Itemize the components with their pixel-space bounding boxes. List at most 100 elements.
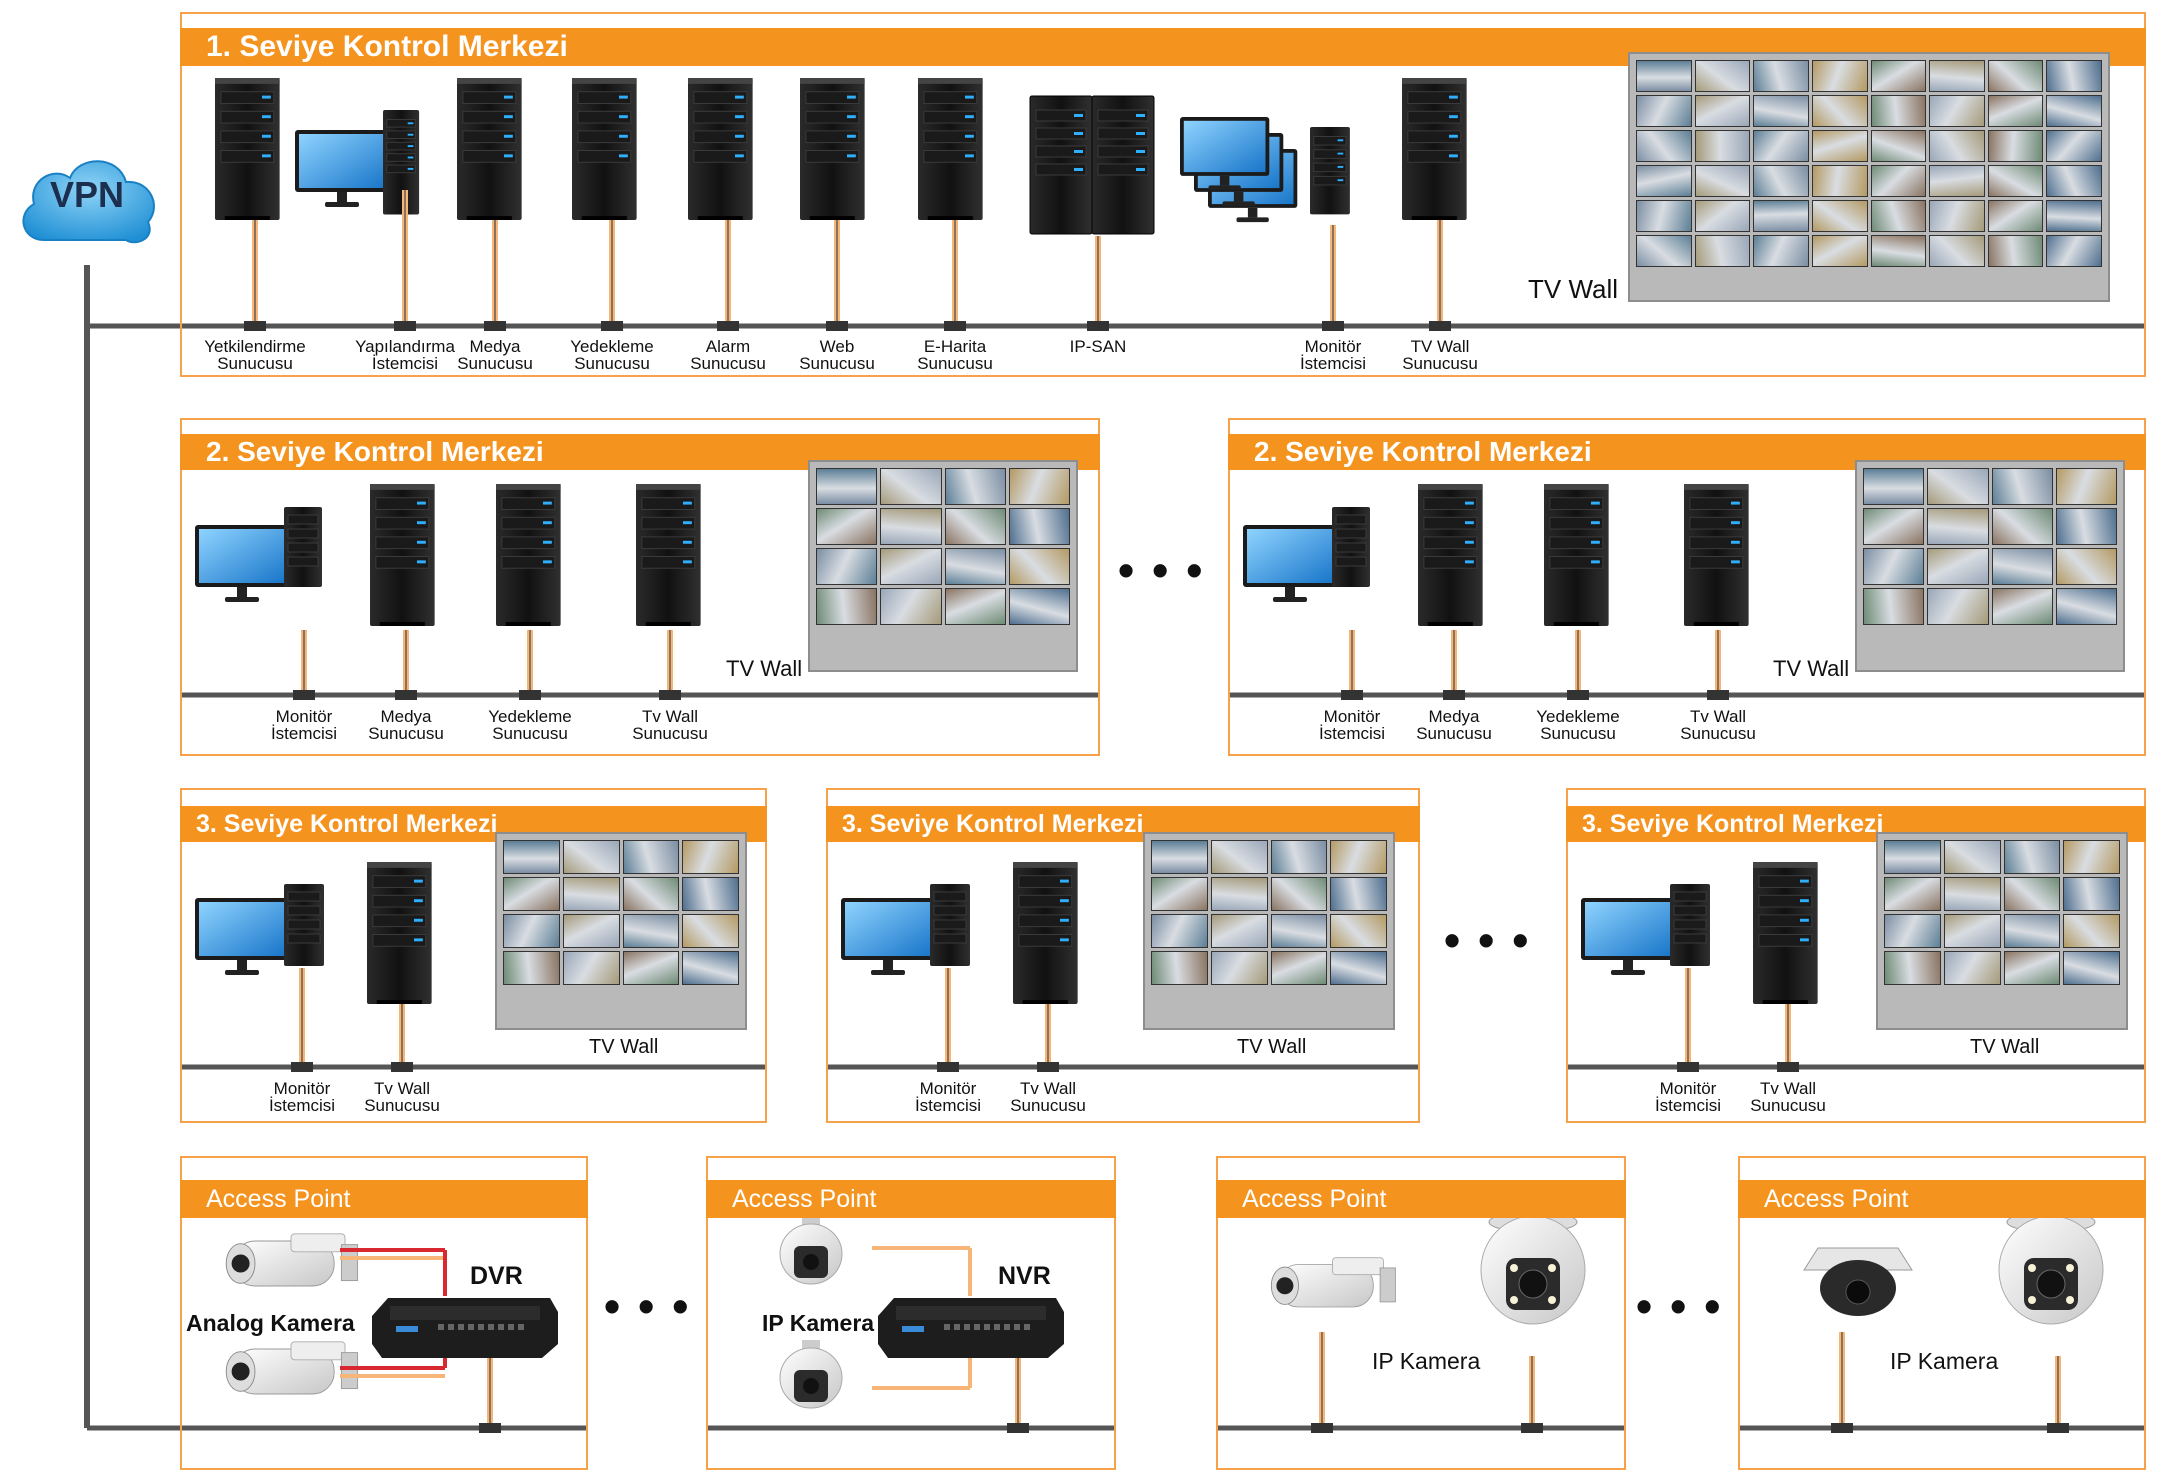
camera-feed-tile (1636, 200, 1692, 232)
bus-connector (937, 1062, 959, 1072)
camera-feed-tile (1927, 588, 1989, 625)
analog-bullet-camera-icon (225, 1233, 359, 1287)
server-tower-icon (572, 78, 637, 220)
camera-feed-tile (682, 840, 739, 874)
camera-feed-tile (1987, 200, 2044, 232)
monitor-icon (295, 130, 389, 207)
analog-bullet-camera-icon (225, 1341, 359, 1395)
camera-feed-tile (1811, 130, 1868, 162)
camera-feed-tile (1753, 95, 1809, 127)
camera-feed-tile (1987, 235, 2044, 267)
camera-feed-tile (1151, 877, 1208, 911)
camera-feed-tile (1694, 60, 1751, 92)
camera-feed-tile (2003, 877, 2061, 911)
device-label-line1: Yedekleme (570, 337, 654, 356)
storage-server-icon (1029, 95, 1155, 235)
camera-feed-tile (1008, 508, 1070, 545)
device-label-line1: Tv Wall (641, 707, 699, 726)
camera-feed-tile (1863, 468, 1925, 505)
camera-feed-tile (562, 951, 620, 985)
nvr-label: NVR (998, 1262, 1051, 1290)
camera-feed-tile (1210, 951, 1268, 985)
camera-feed-tile (1870, 200, 1927, 232)
bus-connector (484, 321, 506, 331)
camera-feed-tile (1811, 235, 1868, 267)
access-point-ip-1-panel (1216, 1156, 1626, 1470)
vpn-cloud: VPN (14, 148, 160, 252)
level2-left-panel (180, 418, 1100, 756)
device-label-line2: Sunucusu (1010, 1096, 1086, 1115)
level3-a-tv-wall (495, 832, 747, 1030)
camera-feed-tile (1008, 548, 1070, 585)
camera-feed-tile (1991, 508, 2053, 545)
camera-feed-tile (1151, 840, 1208, 874)
device-label-line1: Medya (380, 707, 432, 726)
camera-feed-tile (1943, 877, 2001, 911)
camera-feed-tile (1694, 130, 1751, 162)
device-label-line2: Sunucusu (1540, 724, 1616, 743)
level2-right-tv-wall (1855, 460, 2125, 672)
camera-feed-tile (1929, 130, 1985, 162)
level3-a-tv-wall-label: TV Wall (589, 1036, 659, 1058)
camera-feed-tile (1811, 60, 1868, 92)
server-tower-icon (688, 78, 753, 220)
camera-feed-tile (1987, 60, 2044, 92)
access-point-ip-1-title: Access Point (1216, 1180, 1626, 1218)
vpn-label: VPN (49, 174, 125, 215)
camera-feed-tile (503, 840, 560, 874)
camera-feed-tile (1870, 130, 1927, 162)
bus-connector (1087, 321, 1109, 331)
device-label-line1: E-Harita (923, 337, 987, 356)
camera-feed-tile (682, 877, 739, 911)
level1-panel (180, 12, 2146, 377)
camera-feed-tile (503, 914, 560, 948)
server-tower-icon (918, 78, 983, 220)
device-label-line2: Sunucusu (492, 724, 568, 743)
device-label-line1: Monitör (275, 707, 333, 726)
device-label-line2: Sunucusu (799, 354, 875, 373)
camera-feed-tile (816, 508, 878, 545)
monitor-icon (195, 525, 289, 602)
camera-feed-tile (1270, 840, 1328, 874)
bus-connector (519, 690, 541, 700)
camera-feed-tile (1991, 588, 2053, 625)
camera-feed-tile (944, 588, 1006, 625)
camera-feed-tile (1943, 914, 2001, 948)
bus-connector (1831, 1423, 1853, 1433)
device-label-line2: İstemcisi (270, 724, 338, 743)
device-label-line1: Yapılandırma (355, 337, 455, 356)
server-tower-icon (215, 78, 280, 220)
device-label-line2: Sunucusu (217, 354, 293, 373)
ip-bullet-camera-icon (1270, 1257, 1396, 1308)
camera-feed-tile (816, 468, 878, 505)
camera-feed-tile (1927, 468, 1989, 505)
camera-feed-tile (1884, 951, 1941, 985)
bus-connector (1311, 1423, 1333, 1433)
device-label-line2: İstemcisi (1654, 1096, 1722, 1115)
device-label-line1: Medya (1428, 707, 1480, 726)
level3-a-panel (180, 788, 767, 1123)
camera-feed-tile (1636, 235, 1692, 267)
mini-tower-icon (1670, 884, 1710, 966)
ellipsis-level3: ••• (1444, 914, 1547, 966)
camera-feed-tile (880, 468, 942, 505)
device-label-line1: Monitör (1304, 337, 1362, 356)
mini-tower-icon (284, 507, 322, 587)
bus-connector (394, 321, 416, 331)
camera-feed-tile (1929, 200, 1985, 232)
access-point-ip-2-title: Access Point (1738, 1180, 2146, 1218)
device-label-line2: Sunucusu (1680, 724, 1756, 743)
access-point-nvr-title: Access Point (706, 1180, 1116, 1218)
ip-camera-label: IP Kamera (1890, 1348, 1999, 1374)
